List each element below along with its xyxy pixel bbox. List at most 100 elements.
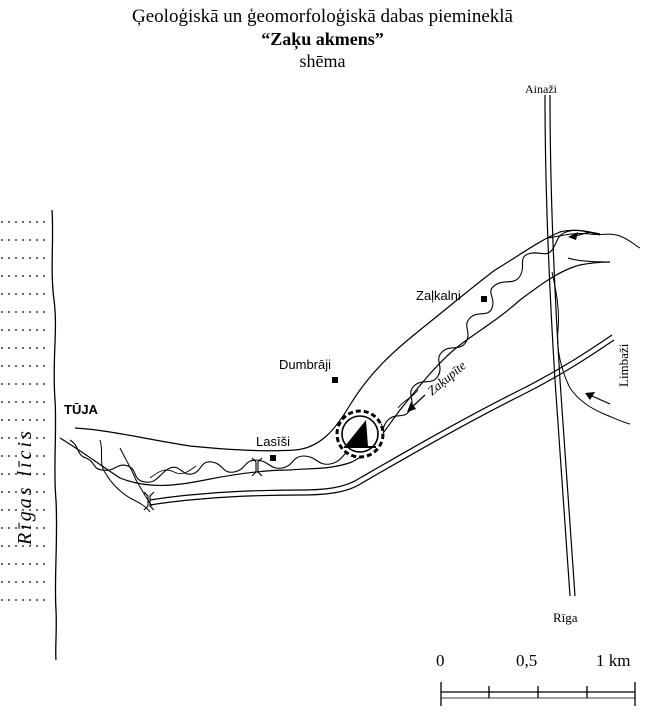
sea-dot xyxy=(1,329,3,331)
sea-dot xyxy=(15,455,17,457)
sea-dot xyxy=(29,437,31,439)
sea-dot xyxy=(15,311,17,313)
sea-dot xyxy=(29,473,31,475)
sea-dot xyxy=(29,239,31,241)
sea-dot xyxy=(1,473,3,475)
sea-dot xyxy=(22,365,24,367)
sea-dot xyxy=(43,365,45,367)
sea-dot xyxy=(1,509,3,511)
sea-dot xyxy=(8,545,10,547)
highway-tuja-limbazi-2 xyxy=(149,339,615,506)
sea-dot xyxy=(36,599,38,601)
sea-dot xyxy=(1,581,3,583)
sea-dot xyxy=(36,383,38,385)
sea-dot xyxy=(1,365,3,367)
place-label-lasisi: Lasīši xyxy=(256,434,290,449)
bridge-icon xyxy=(143,491,155,511)
sea-dot xyxy=(36,365,38,367)
sea-dot xyxy=(22,455,24,457)
sea-dot xyxy=(29,257,31,259)
sea-dot xyxy=(36,401,38,403)
highway-tuja-limbazi xyxy=(149,334,613,501)
sea-dot xyxy=(15,275,17,277)
sea-dot xyxy=(29,401,31,403)
sea-dot xyxy=(36,419,38,421)
sea-dot xyxy=(8,455,10,457)
sea-dot xyxy=(22,599,24,601)
sea-dot xyxy=(29,545,31,547)
sea-dot xyxy=(43,221,45,223)
sea-dot xyxy=(22,473,24,475)
sea-dot xyxy=(29,329,31,331)
sea-dot xyxy=(29,365,31,367)
title-line-3: shēma xyxy=(299,51,346,71)
sea-dot xyxy=(43,437,45,439)
sea-dot xyxy=(29,509,31,511)
sea-dot xyxy=(1,293,3,295)
sea-dot xyxy=(36,257,38,259)
sea-dot xyxy=(8,293,10,295)
sea-dot xyxy=(15,473,17,475)
sea-dot xyxy=(22,419,24,421)
sea-dot xyxy=(29,491,31,493)
settlement-marker-dumbraji xyxy=(332,377,338,383)
sea-dot xyxy=(29,311,31,313)
sea-dot xyxy=(29,419,31,421)
sea-dot xyxy=(36,509,38,511)
sea-dot xyxy=(36,545,38,547)
sea-dot xyxy=(36,437,38,439)
settlement-marker-lasisi xyxy=(270,455,276,461)
sea-dot xyxy=(29,581,31,583)
sea-dot xyxy=(22,293,24,295)
sea-dot xyxy=(36,473,38,475)
sea-dot xyxy=(15,527,17,529)
sea-dot xyxy=(36,527,38,529)
place-label-tuja: TŪJA xyxy=(64,402,99,417)
title-line-1: Ģeoloģiskā un ģeomorfoloģiskā dabas piem… xyxy=(132,6,513,27)
flow-arrow-icon xyxy=(585,392,611,405)
sea-dot xyxy=(8,599,10,601)
sea-dot xyxy=(15,581,17,583)
highway-ainazi-riga-2 xyxy=(549,94,576,597)
sea-dot xyxy=(8,365,10,367)
sea-dot xyxy=(36,239,38,241)
river-label-zakupite: Zaķupīte xyxy=(424,357,469,398)
sea-dot xyxy=(22,527,24,529)
sea-dot xyxy=(15,365,17,367)
sea-dot xyxy=(22,509,24,511)
sea-dot xyxy=(22,491,24,493)
place-label-zalkalni: Zaļkalni xyxy=(416,288,461,303)
sea-dot xyxy=(8,239,10,241)
sea-dot xyxy=(43,401,45,403)
sea-dot xyxy=(43,473,45,475)
valley-south-edge xyxy=(59,261,611,486)
road-label-riga: Rīga xyxy=(553,610,578,625)
sea-dot xyxy=(43,257,45,259)
sea-dot xyxy=(1,311,3,313)
sea-dot xyxy=(22,545,24,547)
sea-dot xyxy=(15,347,17,349)
sea-dot xyxy=(1,491,3,493)
sea-dot xyxy=(8,491,10,493)
bridge-icon xyxy=(251,457,263,477)
sea-dot xyxy=(29,275,31,277)
sea-dot xyxy=(15,599,17,601)
sea-dot xyxy=(1,419,3,421)
sea-dot xyxy=(36,491,38,493)
river-zakupite xyxy=(69,229,601,483)
sea-dot xyxy=(1,221,3,223)
sea-dot xyxy=(1,383,3,385)
coastline xyxy=(51,209,58,661)
sea-dot xyxy=(22,383,24,385)
sea-dot xyxy=(22,239,24,241)
sea-dot xyxy=(22,347,24,349)
sea-dot xyxy=(43,545,45,547)
place-label-dumbraji: Dumbrāji xyxy=(279,357,331,372)
sea-dot xyxy=(8,563,10,565)
sea-dot xyxy=(1,347,3,349)
sea-dot xyxy=(15,239,17,241)
sea-dot xyxy=(22,437,24,439)
flow-arrow-icon xyxy=(568,231,591,240)
road-label-ainazi: Ainaži xyxy=(525,82,558,96)
